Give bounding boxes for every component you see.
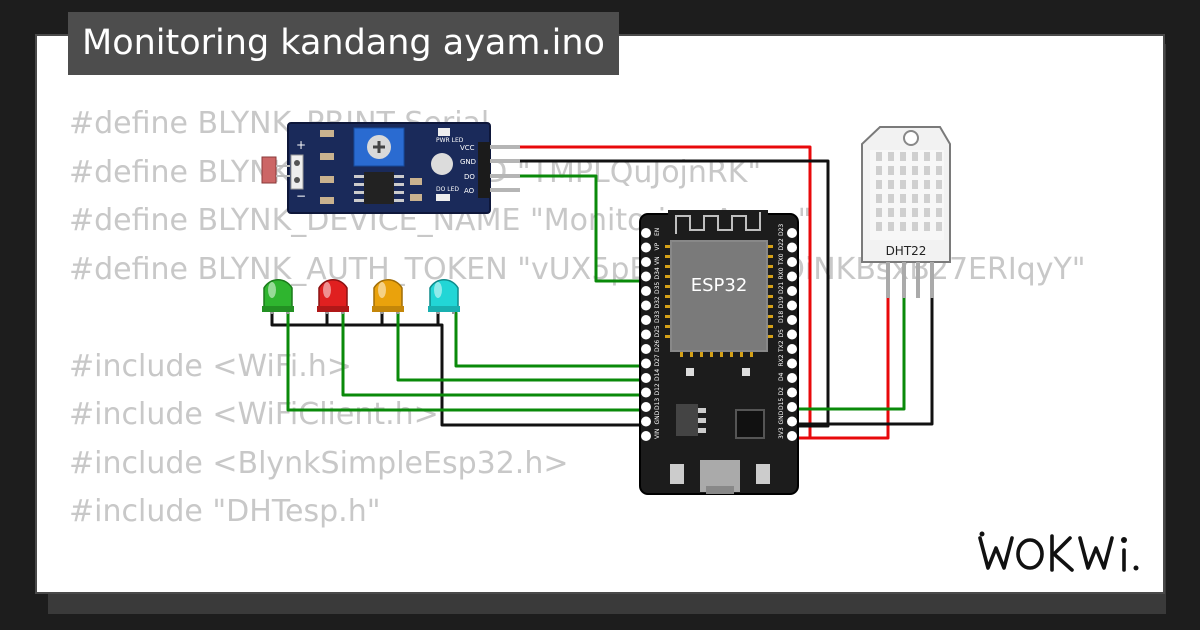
pin-label: GND <box>778 410 785 424</box>
pin-do[interactable] <box>490 174 520 178</box>
pin-label: D12 <box>654 383 661 395</box>
pin-label: D13 <box>654 398 661 410</box>
pin-label: TX0 <box>778 253 785 266</box>
pin-ao[interactable] <box>490 188 520 192</box>
pin-label: 3V3 <box>778 427 785 439</box>
code-line: #include "DHTesp.h" <box>69 494 381 529</box>
led-green[interactable] <box>262 279 294 314</box>
pin-label: D14 <box>654 369 661 381</box>
pin-label: D15 <box>778 398 785 410</box>
code-line: #define DHT_PIN 15 <box>69 585 1086 592</box>
project-title: Monitoring kandang ayam.ino <box>68 12 619 75</box>
pin-label: D33 <box>654 311 661 323</box>
pin-label: D2 <box>778 387 785 396</box>
project-preview-panel[interactable]: #define BLYNK_PRINT Serial#define BLYNK_… <box>35 34 1165 594</box>
pin-label: D18 <box>778 311 785 323</box>
pin-label: D19 <box>778 296 785 308</box>
boot-button[interactable] <box>756 464 770 484</box>
pin-label: D26 <box>654 340 661 352</box>
pwr-led-label: PWR LED <box>436 137 464 144</box>
pin-label: VN <box>654 256 661 265</box>
en-button[interactable] <box>670 464 684 484</box>
pin-label: D22 <box>778 238 785 250</box>
led-orange[interactable] <box>372 279 404 314</box>
code-line: #include <BlynkSimpleEsp32.h> <box>69 445 569 481</box>
wire-gnd-black[interactable] <box>516 159 830 428</box>
pin-label: D23 <box>778 224 785 236</box>
pin-label: D34 <box>654 267 661 279</box>
wire-dht-gnd-black[interactable] <box>788 295 934 426</box>
do-led-label: DO LED <box>436 186 459 193</box>
led-red[interactable] <box>317 279 349 314</box>
wire-led-orange-signal[interactable] <box>396 311 644 382</box>
pin-label: RX0 <box>778 267 785 279</box>
pin-label: D21 <box>778 282 785 294</box>
pin-label-do: DO <box>464 173 475 181</box>
pin-label: D32 <box>654 296 661 308</box>
pin-label: D25 <box>654 325 661 337</box>
wokwi-logo <box>978 531 1139 572</box>
pin-label: TX2 <box>778 340 785 353</box>
wires <box>270 145 934 440</box>
pin-label: EN <box>654 228 661 236</box>
pin-gnd[interactable] <box>490 159 520 163</box>
dht22-sensor[interactable]: DHT22 <box>861 126 951 298</box>
sensor-module[interactable]: + − PWR LED DO LED VCC GND DO AO <box>261 122 520 214</box>
code-line: #include <WiFiClient.h> <box>69 397 439 432</box>
esp32-label: ESP32 <box>691 275 748 296</box>
wire-led-common-black[interactable] <box>270 311 644 427</box>
wire-dht-vcc-red[interactable] <box>788 295 890 440</box>
pin-label: VP <box>654 242 661 250</box>
wire-do-green[interactable] <box>516 174 644 283</box>
wire-dht-data-green[interactable] <box>788 295 906 411</box>
minus-label: − <box>296 189 306 203</box>
pwr-led-indicator <box>431 153 453 175</box>
pin-vcc[interactable] <box>490 145 520 149</box>
wire-led-cyan-signal[interactable] <box>454 311 644 368</box>
pin-label: D27 <box>654 354 661 366</box>
pin-label-vcc: VCC <box>460 144 475 152</box>
pin-label-ao: AO <box>464 187 475 195</box>
plus-label: + <box>296 138 306 152</box>
code-line: #define BLYNK_AUTH_TOKEN "vUX5pB_xQLaFHO… <box>69 251 1086 287</box>
dht22-label: DHT22 <box>886 244 927 258</box>
led-cyan[interactable] <box>428 279 460 314</box>
pin-label-gnd: GND <box>460 158 476 166</box>
wire-led-green-signal[interactable] <box>286 311 644 412</box>
code-line: #include <WiFi.h> <box>69 348 352 384</box>
esp32-board[interactable]: ESP32 <box>639 210 799 495</box>
pin-label: VIN <box>654 429 661 439</box>
pin-label: D5 <box>778 329 785 338</box>
pin-label: D35 <box>654 282 661 294</box>
ldr-sensor-icon <box>261 156 277 184</box>
wire-led-red-signal[interactable] <box>341 311 644 397</box>
pin-label: D4 <box>778 372 785 381</box>
pin-label: GND <box>654 410 661 424</box>
pin-label: RX2 <box>778 354 785 366</box>
